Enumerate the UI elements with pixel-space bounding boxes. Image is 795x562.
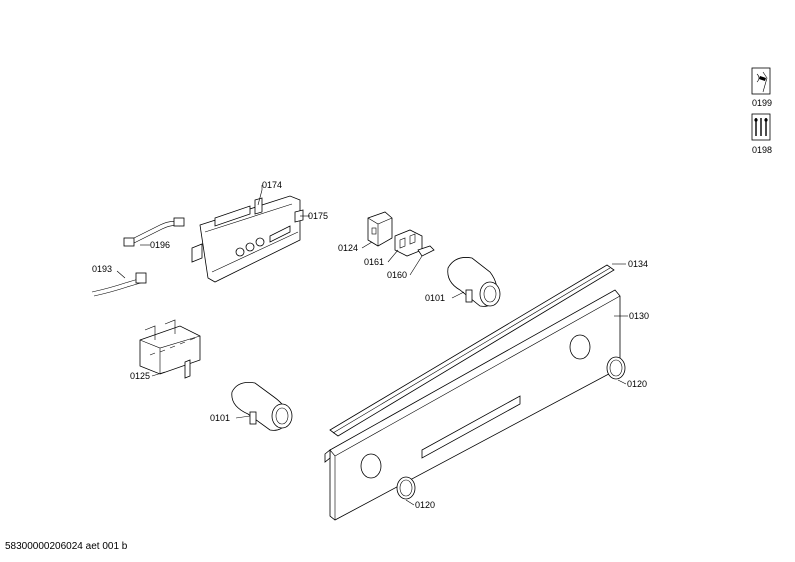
part-label-0193: 0193 [92,264,112,274]
switch-0124 [367,211,393,247]
part-label-0199: 0199 [752,98,772,108]
electronic-module [191,195,304,283]
part-label-0134: 0134 [628,259,648,269]
control-panel-fascia [324,289,621,521]
knob-ring-right [606,356,626,380]
part-label-0196: 0196 [150,240,170,250]
tools-icon[interactable] [751,113,771,141]
control-knob-upper [447,257,501,307]
knob-ring-lower [396,476,416,500]
document-code: 58300000206024 aet 001 b [5,541,128,552]
part-label-0160: 0160 [387,270,407,280]
switch-contact-0161 [394,229,423,257]
terminal-block [139,319,201,379]
part-label-0198: 0198 [752,145,772,155]
part-label-0101-lower: 0101 [210,413,230,423]
part-label-0124: 0124 [338,243,358,253]
part-label-0175: 0175 [308,211,328,221]
control-knob-lower [231,382,293,431]
part-label-0120-lower: 0120 [415,500,435,510]
wire-harness-0196 [123,217,185,247]
part-label-0174: 0174 [262,180,282,190]
part-label-0130: 0130 [629,311,649,321]
wire-harness-0193 [91,272,147,297]
shaft-0160 [417,245,435,257]
trim-strip [329,264,615,437]
part-label-0101-upper: 0101 [425,293,445,303]
wrench-icon[interactable] [751,67,771,95]
part-label-0120-right: 0120 [627,379,647,389]
part-label-0161: 0161 [364,257,384,267]
part-label-0125: 0125 [130,371,150,381]
